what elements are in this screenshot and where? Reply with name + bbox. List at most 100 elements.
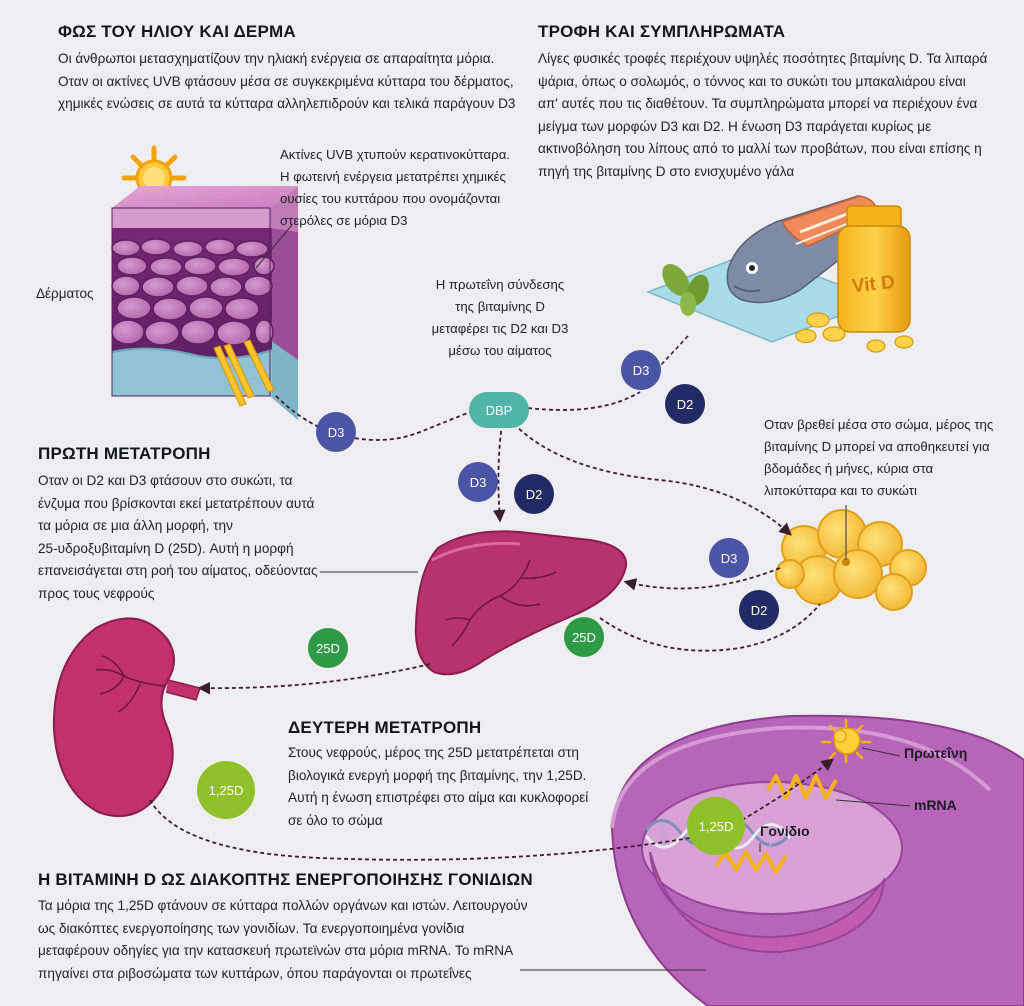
- bottle-label: Vit D: [851, 272, 896, 297]
- token-d3-food: D3: [621, 350, 661, 390]
- food-body: Λίγες φυσικές τροφές περιέχουν υψηλές πο…: [538, 48, 987, 183]
- svg-text:D2: D2: [677, 397, 694, 412]
- first-conversion-title: ΠΡΩΤΗ ΜΕΤΑΤΡΟΠΗ: [38, 444, 211, 463]
- caption-line: Οταν βρεθεί μέσα στο σώμα, μέρος της: [764, 417, 994, 432]
- first-conversion-body: Οταν οι D2 και D3 φτάσουν στο συκώτι, τα…: [38, 470, 318, 605]
- mrna-pointer-line: [835, 799, 911, 807]
- food-title: ΤΡΟΦΗ ΚΑΙ ΣΥΜΠΛΗΡΩΜΑΤΑ: [538, 22, 786, 41]
- caption-line: βιταμίνης D μπορεί να αποθηκευτεί για: [764, 439, 990, 454]
- body-line: ακτινοβόληση του λίπους από το μαλλί των…: [538, 141, 982, 156]
- gene-switch-title: Η ΒΙΤΑΜΙΝΗ D ΩΣ ΔΙΑΚΟΠΤΗΣ ΕΝΕΡΓΟΠΟΙΗΣΗΣ …: [38, 870, 533, 889]
- food-to-d3-arrow: [659, 335, 689, 367]
- skin-label: Δέρματος: [36, 286, 94, 301]
- flow-arrows: [149, 391, 835, 861]
- token-d2-food: D2: [665, 384, 705, 424]
- kidney-illustration: [52, 617, 201, 817]
- body-line: Οταν οι D2 και D3 φτάσουν στο συκώτι, τα: [38, 473, 293, 488]
- caption-line: Η φωτεινή ενέργεια μετατρέπει χημικές: [280, 169, 506, 184]
- mrna-label: mRNA: [914, 797, 957, 813]
- body-line: απ' αυτές που τις διαθέτουν. Τα συμπληρώ…: [538, 96, 978, 111]
- liver-illustration: [414, 530, 628, 676]
- dbp-caption: Η πρωτεΐνη σύνδεσης της βιταμίνης D μετα…: [420, 274, 580, 362]
- second-conversion-title: ΔΕΥΤΕΡΗ ΜΕΤΑΤΡΟΠΗ: [288, 718, 482, 737]
- svg-text:D3: D3: [470, 475, 487, 490]
- fat-cells-illustration: [775, 509, 927, 611]
- gene-strand-icon: [714, 850, 788, 874]
- gene-label: Γονίδιο: [760, 823, 810, 839]
- caption-line: βδομάδες ή μήνες, κύρια στα: [764, 461, 934, 476]
- svg-text:D3: D3: [633, 363, 650, 378]
- svg-text:D2: D2: [751, 603, 768, 618]
- token-125d-cell: 1,25D: [687, 797, 745, 855]
- body-line: μεταφέρουν οδηγίες για την κατασκευή πρω…: [38, 943, 514, 958]
- mrna-strand-icon: [766, 774, 838, 800]
- caption-line: Ακτίνες UVB χτυπούν κερατινοκύτταρα.: [280, 147, 510, 162]
- token-d2-liver: D2: [514, 474, 554, 514]
- token-dbp: DBP: [469, 392, 529, 428]
- body-line: μείγμα των μορφών D3 και D2. Η ένωση D3 …: [538, 118, 932, 134]
- skin-block: [111, 186, 298, 420]
- body-line: Οταν οι ακτίνες UVB φτάσουν μέσα σε συγκ…: [58, 73, 514, 89]
- svg-text:D3: D3: [328, 425, 345, 440]
- body-line: πηγή της βιταμίνης D στο ενισχυμένο γάλα: [538, 163, 795, 179]
- svg-text:D2: D2: [526, 487, 543, 502]
- body-line: χημικές ενώσεις σε αυτά τα κύτταρα αλληλ…: [58, 96, 516, 111]
- caption-line: Η πρωτεΐνη σύνδεσης: [435, 277, 565, 292]
- storage-caption: Οταν βρεθεί μέσα στο σώμα, μέρος της βιτ…: [764, 414, 993, 502]
- body-line: τα μόρια σε μια άλλη μορφή, την: [38, 518, 233, 533]
- kidney-to-cell-arrow: [149, 799, 691, 861]
- caption-line: ουσίες του κυττάρου που ονομάζονται: [280, 191, 501, 206]
- uvb-rays-in-skin: [213, 339, 275, 407]
- uvb-caption: Ακτίνες UVB χτυπούν κερατινοκύτταρα. Η φ…: [280, 144, 510, 232]
- sun-skin-title: ΦΩΣ ΤΟΥ ΗΛΙΟΥ ΚΑΙ ΔΕΡΜΑ: [58, 22, 296, 41]
- liver-to-kidney-arrow: [197, 663, 431, 695]
- dbp-to-liver-arrow: [492, 423, 506, 523]
- body-line: Αυτή η ένωση επιστρέφει στο αίμα και κυκ…: [288, 790, 589, 805]
- liver-to-fat-arrow: [599, 603, 821, 652]
- svg-text:1,25D: 1,25D: [699, 819, 734, 834]
- sun-skin-body: Οι άνθρωποι μετασχηματίζουν την ηλιακή ε…: [58, 48, 515, 116]
- body-line: Στους νεφρούς, μέρος της 25D μετατρέπετα…: [288, 745, 579, 760]
- caption-line: μέσω του αίματος: [448, 343, 552, 358]
- svg-text:25D: 25D: [572, 630, 596, 645]
- svg-text:DBP: DBP: [486, 403, 513, 418]
- body-line: προς τους νεφρούς: [38, 585, 155, 601]
- caption-line: στερόλες σε μόρια D3: [280, 213, 408, 228]
- token-d2-fat: D2: [739, 590, 779, 630]
- body-line: Λίγες φυσικές τροφές περιέχουν υψηλές πο…: [538, 51, 988, 66]
- gene-switch-body: Τα μόρια της 1,25D φτάνουν σε κύτταρα πο…: [38, 895, 528, 985]
- token-d3-fat: D3: [709, 538, 749, 578]
- protein-pointer-line: [861, 747, 901, 757]
- dbp-to-fat-arrow: [513, 423, 792, 536]
- skin-to-dbp-arrow: [275, 395, 471, 441]
- protein-label: Πρωτεΐνη: [904, 745, 968, 761]
- body-line: σε όλο το σώμα: [288, 812, 383, 828]
- svg-text:25D: 25D: [316, 641, 340, 656]
- body-line: πηγαίνει στα ριβοσώματα των κυττάρων, όπ…: [38, 965, 472, 981]
- svg-text:1,25D: 1,25D: [209, 783, 244, 798]
- token-d3-liver: D3: [458, 462, 498, 502]
- body-line: επανεισάγεται στη ροή του αίματος, οδεύο…: [38, 563, 318, 578]
- body-line: Τα μόρια της 1,25D φτάνουν σε κύτταρα πο…: [38, 898, 528, 913]
- second-conversion-body: Στους νεφρούς, μέρος της 25D μετατρέπετα…: [288, 742, 588, 832]
- caption-line: μεταφέρει τις D2 και D3: [431, 321, 569, 336]
- body-line: ένζυμα που βρίσκονται εκεί μετατρέπουν α…: [38, 495, 315, 511]
- caption-line: λιποκύτταρα και το συκώτι: [764, 483, 917, 498]
- body-line: ως διακόπτες ενεργοποίησης των γονιδίων.…: [38, 920, 465, 936]
- fat-to-liver-arrow: [623, 567, 781, 591]
- body-line: βιολογικά ενεργή μορφή της βιταμίνης, τη…: [288, 767, 587, 783]
- food-illustration: [645, 195, 914, 353]
- caption-line: της βιταμίνης D: [455, 299, 545, 314]
- dbp-to-food-arrow: [527, 391, 641, 411]
- token-25d-kidney: 25D: [308, 628, 348, 668]
- body-line: 25-υδροξυβιταμίνη D (25D). Αυτή η μορφή: [38, 540, 294, 556]
- body-line: Οι άνθρωποι μετασχηματίζουν την ηλιακή ε…: [58, 51, 495, 66]
- protein-icon: [820, 718, 872, 764]
- token-d3-skin: D3: [316, 412, 356, 452]
- token-125d-kidney: 1,25D: [197, 761, 255, 819]
- svg-text:D3: D3: [721, 551, 738, 566]
- uvb-pointer-line: [255, 224, 293, 269]
- body-line: ψάρια, όπως ο σολωμός, ο τόννος και το σ…: [538, 73, 966, 89]
- token-25d-liver-fat: 25D: [564, 617, 604, 657]
